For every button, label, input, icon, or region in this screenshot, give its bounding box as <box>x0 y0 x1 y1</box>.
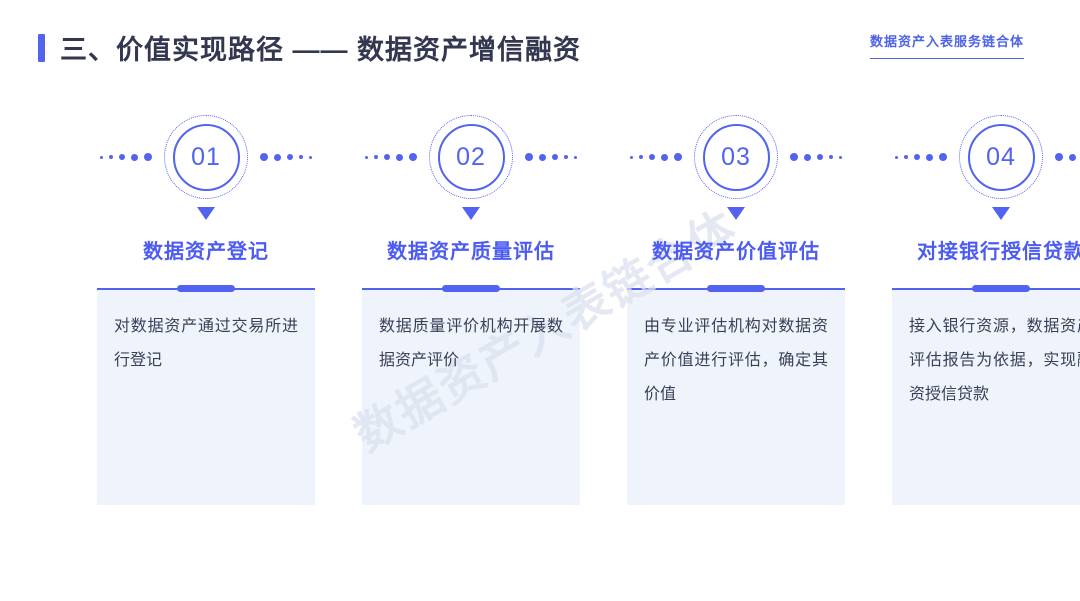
step-card: 数据质量评价机构开展数据资产评价 <box>362 285 580 505</box>
step-description: 数据质量评价机构开展数据资产评价 <box>379 318 563 369</box>
step-circle: 03 <box>694 115 778 199</box>
step-column-2: 02 数据资产质量评估 数据质量评价机构开展数据资产评价 <box>362 115 580 505</box>
step-description: 对数据资产通过交易所进行登记 <box>114 318 298 369</box>
page-title: 三、价值实现路径 —— 数据资产增信融资 <box>60 35 582 65</box>
dots-right-icon <box>1052 153 1080 161</box>
header: 三、价值实现路径 —— 数据资产增信融资 <box>38 28 581 67</box>
step-column-4: 04 对接银行授信贷款 接入银行资源，数据资产评估报告为依据，实现融资授信贷款 <box>892 115 1080 505</box>
dots-right-icon <box>257 153 315 161</box>
dots-right-icon <box>522 153 580 161</box>
step-description: 由专业评估机构对数据资产价值进行评估，确定其价值 <box>644 318 828 403</box>
arrow-down-icon <box>727 207 745 220</box>
arrow-down-icon <box>992 207 1010 220</box>
arrow-down-icon <box>462 207 480 220</box>
step-circle: 02 <box>429 115 513 199</box>
step-circle-inner: 01 <box>172 123 240 191</box>
arrow-down-icon <box>197 207 215 220</box>
step-title: 数据资产登记 <box>143 241 269 263</box>
card-divider-pill <box>707 285 765 292</box>
step-circle-inner: 03 <box>702 123 770 191</box>
step-title: 对接银行授信贷款 <box>917 241 1080 263</box>
title-accent-bar <box>38 33 45 62</box>
timeline-segment: 03 <box>627 115 845 199</box>
dots-left-icon <box>892 153 950 161</box>
card-divider-pill <box>442 285 500 292</box>
card-divider-pill <box>177 285 235 292</box>
step-column-3: 03 数据资产价值评估 由专业评估机构对数据资产价值进行评估，确定其价值 <box>627 115 845 505</box>
brand-badge: 数据资产入表服务链合体 <box>869 31 1024 59</box>
step-card: 由专业评估机构对数据资产价值进行评估，确定其价值 <box>627 285 845 505</box>
timeline-segment: 04 <box>892 115 1080 199</box>
card-divider-pill <box>972 285 1030 292</box>
dots-right-icon <box>787 153 845 161</box>
step-description: 接入银行资源，数据资产评估报告为依据，实现融资授信贷款 <box>909 318 1080 403</box>
step-circle: 04 <box>959 115 1043 199</box>
step-circle-inner: 04 <box>967 123 1035 191</box>
step-number: 01 <box>191 142 221 171</box>
dots-left-icon <box>627 153 685 161</box>
step-title: 数据资产价值评估 <box>652 241 820 263</box>
step-title: 数据资产质量评估 <box>387 241 555 263</box>
step-circle: 01 <box>164 115 248 199</box>
step-number: 02 <box>456 142 486 171</box>
step-card: 接入银行资源，数据资产评估报告为依据，实现融资授信贷款 <box>892 285 1080 505</box>
timeline-segment: 01 <box>97 115 315 199</box>
step-card: 对数据资产通过交易所进行登记 <box>97 285 315 505</box>
timeline-segment: 02 <box>362 115 580 199</box>
dots-left-icon <box>362 153 420 161</box>
step-column-1: 01 数据资产登记 对数据资产通过交易所进行登记 <box>97 115 315 505</box>
dots-left-icon <box>97 153 155 161</box>
step-number: 04 <box>986 142 1016 171</box>
steps-container: 01 数据资产登记 对数据资产通过交易所进行登记 <box>97 115 1080 505</box>
step-circle-inner: 02 <box>437 123 505 191</box>
step-number: 03 <box>721 142 751 171</box>
